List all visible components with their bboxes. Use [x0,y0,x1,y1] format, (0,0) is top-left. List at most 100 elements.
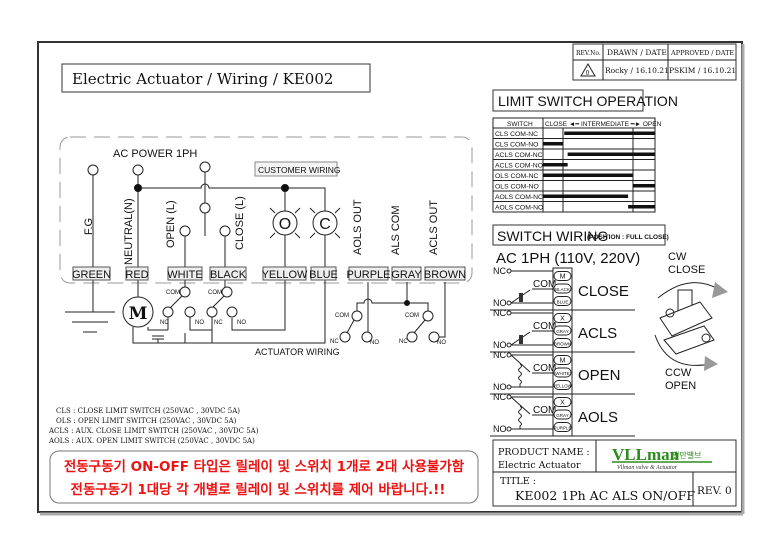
page-title-box: Electric Actuator / Wiring / KE002 [61,63,371,93]
approved-header: APPROVED / DATE [670,49,734,57]
signal-als-com: ALS COM [390,205,402,255]
notice-line-2: 전동구동기 1대당 각 개별로 릴레이 및 스위치를 제어 바랍니다.!! [71,481,446,498]
revision-triangle-icon [580,63,596,77]
switch-row-name: AOLS COM-NC [495,194,543,201]
lamp-open-label: O [279,216,291,233]
wire-color-gray: GRAY [391,266,422,281]
com-label: COM [405,313,419,319]
signal-fg: F.G [83,218,95,235]
wire-color-label: RED [125,269,148,281]
actuator-wiring-label: ACTUATOR WIRING [255,347,340,357]
terminal-label: WHITE [555,371,570,376]
revision-label: REV. 0 [697,485,732,497]
revision-block: REV.No. DRAWN / DATE APPROVED / DATE 0 R… [572,43,737,81]
wire-color-green: GREEN [72,266,111,281]
no-label: NO [237,320,246,326]
switch-on-bar [567,152,655,156]
col-switch: SWITCH [507,121,533,128]
nc-label: NC [160,320,169,326]
no-label: NO [493,382,507,392]
nc-label: NC [399,339,408,345]
no-label: NO [493,340,507,350]
switch-row-name: ACLS COM-NC [495,152,543,159]
switch-wiring: SWITCH WIRING (POSITION : FULL CLOSE) AC… [490,224,728,437]
limit-switch-table: SWITCH CLOSE ◄━ INTERMEDIATE ━► OPEN CLS… [492,117,662,213]
cw-close-label: CLOSE [668,264,705,276]
switch-on-bar [564,131,655,135]
switch-row-name: OLS COM-NC [495,173,539,180]
junction-dot [134,184,142,192]
switch-row-name: AOLS COM-NO [495,205,543,212]
wire-color-red: RED [125,266,149,281]
signal-acls-out: ACLS OUT [428,200,440,255]
nc-label: NC [493,392,506,402]
wire-color-label: YELLOW [262,269,308,281]
notice-line-1: 전동구동기 ON-OFF 타입은 릴레이 및 스위치 1개로 2대 사용불가함 [64,458,465,475]
switch-wiring-title: SWITCH WIRING [497,228,608,244]
switch-on-bar [543,142,564,146]
nc-label: NC [330,339,339,345]
nc-label: NC [493,350,506,360]
korean-notice: 전동구동기 ON-OFF 타입은 릴레이 및 스위치 1개로 2대 사용불가함 … [49,450,479,504]
wire-color-label: GREEN [72,269,111,281]
switch-on-bar [543,194,629,198]
com-label: COM [166,290,180,296]
terminal-label: GRAY [556,329,568,334]
ccw-open-label: OPEN [665,380,696,392]
wire-color-brown: BROWN [424,266,466,281]
switch-row-name: CLS COM-NO [495,142,538,149]
switch-group-name: AOLS [578,409,618,426]
no-label: NO [370,340,379,346]
legend-ols: OLS : OPEN LIMIT SWITCH (250VAC , 30VDC … [56,417,237,425]
wire-color-label: BLUE [309,269,338,281]
nc-label: NC [214,320,223,326]
terminal-label: X [560,316,565,323]
rev-no-header: REV.No. [576,50,601,57]
customer-wiring-label: CUSTOMER WIRING [258,165,340,175]
terminal-label: M [560,358,566,365]
switch-on-bar [632,184,655,188]
nc-label: NC [493,308,506,318]
wire-color-label: GRAY [391,269,422,281]
switch-row-name: OLS COM-NO [495,184,539,191]
terminal-label: BLACK [555,287,570,292]
wire-color-blue: BLUE [309,266,338,281]
switch-row-name: CLS COM-NC [495,131,538,138]
wire-color-white: WHITE [167,266,203,281]
col-travel: CLOSE ◄━ INTERMEDIATE ━► OPEN [545,121,662,128]
terminal-label: GRAY [556,413,568,418]
switch-on-bar [628,205,655,209]
page-title: Electric Actuator / Wiring / KE002 [72,70,333,88]
signal-close: CLOSE (L) [234,196,246,250]
legend-aols: AOLS : AUX. OPEN LIMIT SWITCH (250VAC , … [48,437,255,445]
wire-color-purple: PURPLE [346,266,391,281]
switch-legend: CLS : CLOSE LIMIT SWITCH (250VAC , 30VDC… [48,407,259,445]
com-label: COM [208,290,222,296]
signal-open: OPEN (L) [165,200,177,248]
drawn-value: Rocky / 16.10.21 [605,66,669,75]
no-label: NO [437,340,446,346]
switch-wiring-subtitle: (POSITION : FULL CLOSE) [587,234,669,241]
terminal-label: BROWN [554,342,571,347]
wire-color-black: BLACK [209,266,247,281]
legend-acls: ACLS : AUX. CLOSE LIMIT SWITCH (250VAC ,… [48,427,259,435]
supply-label: AC 1PH (110V, 220V) [496,250,640,267]
ccw-label: CCW [665,367,692,379]
no-label: NO [195,320,204,326]
terminal-label: X [560,400,565,407]
com-label: COM [533,321,556,332]
wire-color-label: BROWN [424,269,466,281]
wire-color-label: BLACK [210,269,247,281]
ac-power-label: AC POWER 1PH [113,148,197,160]
com-label: COM [335,313,349,319]
lamp-close: C [309,207,341,239]
vllman-tagline: Vllman valve & Actuator [617,465,678,471]
lamp-close-label: C [319,216,331,233]
approved-value: PSKIM / 16.10.21 [669,66,736,75]
legend-cls: CLS : CLOSE LIMIT SWITCH (250VAC , 30VDC… [56,407,240,415]
product-name-label: PRODUCT NAME : [498,447,590,458]
